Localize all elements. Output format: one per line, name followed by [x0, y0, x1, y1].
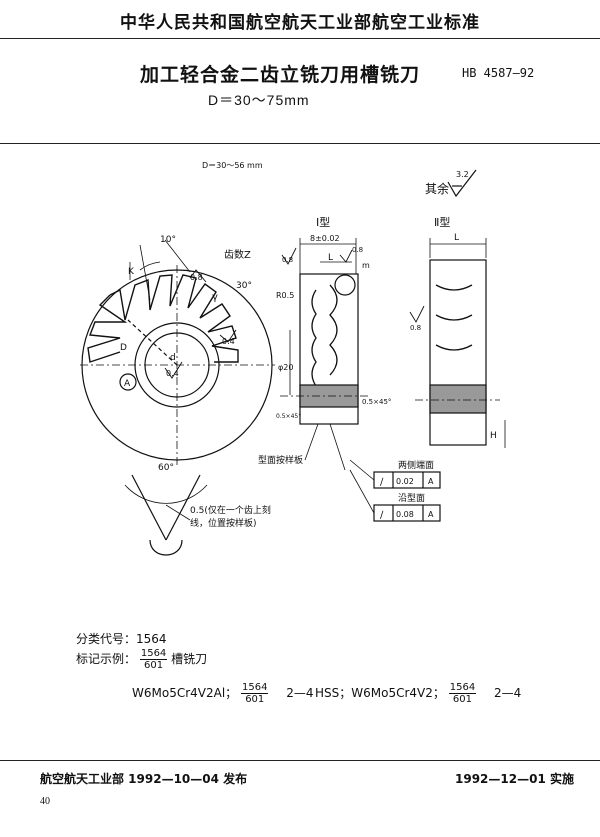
runout-profile-label: 沿型面 — [398, 493, 425, 504]
header-rule — [0, 38, 600, 39]
v-groove-detail — [124, 474, 208, 556]
example-two-fraction: 1564 601 — [448, 682, 477, 705]
issued-date: 航空航天工业部 1992—10—04 发布 — [40, 772, 248, 786]
example-one: W6Mo5Cr4V2Al； 1564 601 2—4 — [132, 682, 314, 705]
title-rule — [0, 143, 600, 144]
datum-a-2: A — [428, 510, 434, 519]
angle-10-label: 10° — [160, 235, 176, 245]
example-one-material: W6Mo5Cr4V2Al — [132, 686, 226, 700]
runout-symbol-2: ∕ — [380, 510, 384, 521]
fraction-denominator: 601 — [144, 660, 164, 671]
runout-side-label: 两侧端面 — [398, 459, 434, 471]
runout-symbol-1: ∕ — [380, 477, 384, 488]
cutter-front-view — [80, 239, 275, 465]
org-standard-header: 中华人民共和国航空航天工业部航空工业标准 — [120, 13, 480, 33]
type-one-section — [280, 238, 370, 471]
example-one-size: 2—4 — [286, 686, 314, 700]
tooth-count-label: 齿数Z — [224, 248, 251, 261]
d-bore-label: d — [170, 353, 176, 363]
rough-08-type1-right: 0.8 — [352, 246, 363, 254]
width-tolerance: 8±0.02 — [310, 234, 340, 243]
roughness-symbol-other — [447, 169, 477, 198]
h-label: H — [490, 431, 497, 441]
v-note-line2: 线，位置按样板) — [190, 517, 257, 529]
template-note: 型面按样板 — [258, 454, 303, 466]
standard-number: HB 4587—92 — [462, 66, 535, 80]
chamfer-label: 0.5×45° — [362, 398, 391, 406]
page-title: 加工轻合金二齿立铣刀用槽铣刀 — [140, 64, 421, 86]
rough-08-type2: 0.8 — [410, 324, 421, 332]
view-a-label: A — [124, 379, 131, 389]
l-label-type1: L — [328, 253, 333, 263]
marking-label: 标记示例： — [76, 652, 137, 666]
r05-label: R0.5 — [276, 291, 294, 300]
marking-example: 标记示例： 1564 601 槽铣刀 — [76, 648, 207, 671]
example-one-fraction: 1564 601 — [241, 682, 269, 705]
example-two: HSS；W6Mo5Cr4V2； 1564 601 2—4 — [315, 682, 522, 705]
k-label: K — [128, 267, 135, 277]
page-number: 40 — [40, 796, 50, 807]
rough-08-front: 0.8 — [190, 273, 203, 282]
page-subtitle: D＝30～75mm — [208, 92, 310, 108]
angle-30-label: 30° — [236, 281, 252, 291]
l-label-type2: L — [454, 233, 459, 243]
fraction-numerator: 1564 — [139, 648, 168, 660]
tolerance-002: 0.02 — [396, 477, 414, 486]
phi20-label: φ20 — [278, 363, 293, 372]
angle-60-label: 60° — [158, 463, 174, 473]
d-outer-label: D — [120, 343, 127, 353]
roughness-value-other: 3.2 — [456, 170, 469, 179]
footer-rule — [0, 760, 600, 761]
marking-fraction: 1564 601 — [139, 648, 168, 671]
type-two-section — [409, 238, 506, 448]
other-surfaces-label: 其余 — [425, 182, 450, 196]
rough-08-type1-left: 0.8 — [282, 256, 293, 264]
rough-04-bore: 0.4 — [166, 369, 179, 378]
runout-frames — [349, 459, 441, 522]
range-note: D＝30～56 mm — [202, 161, 263, 170]
type-two-label: Ⅱ型 — [434, 215, 450, 229]
gamma-label: γ — [212, 292, 218, 303]
class-code: 分类代号：1564 — [76, 632, 167, 646]
effective-date: 1992—12—01 实施 — [455, 772, 574, 786]
rough-04-front: 0.4 — [222, 337, 235, 346]
example-two-size: 2—4 — [494, 686, 522, 700]
type-one-label: Ⅰ型 — [316, 215, 330, 229]
marking-suffix: 槽铣刀 — [171, 652, 208, 666]
m-label: m — [362, 261, 370, 270]
technical-drawing: 10° 齿数Z K 0.8 30° γ 0.4 D d 0.4 A 60° Ⅰ型… — [80, 169, 506, 556]
v-note-line1: 0.5(仅在一个齿上刻 — [190, 504, 271, 516]
example-two-material: HSS；W6Mo5Cr4V2 — [315, 686, 433, 700]
tolerance-008: 0.08 — [396, 510, 414, 519]
datum-a-1: A — [428, 477, 434, 486]
chamfer-small-label: 0.5×45° — [276, 413, 301, 420]
